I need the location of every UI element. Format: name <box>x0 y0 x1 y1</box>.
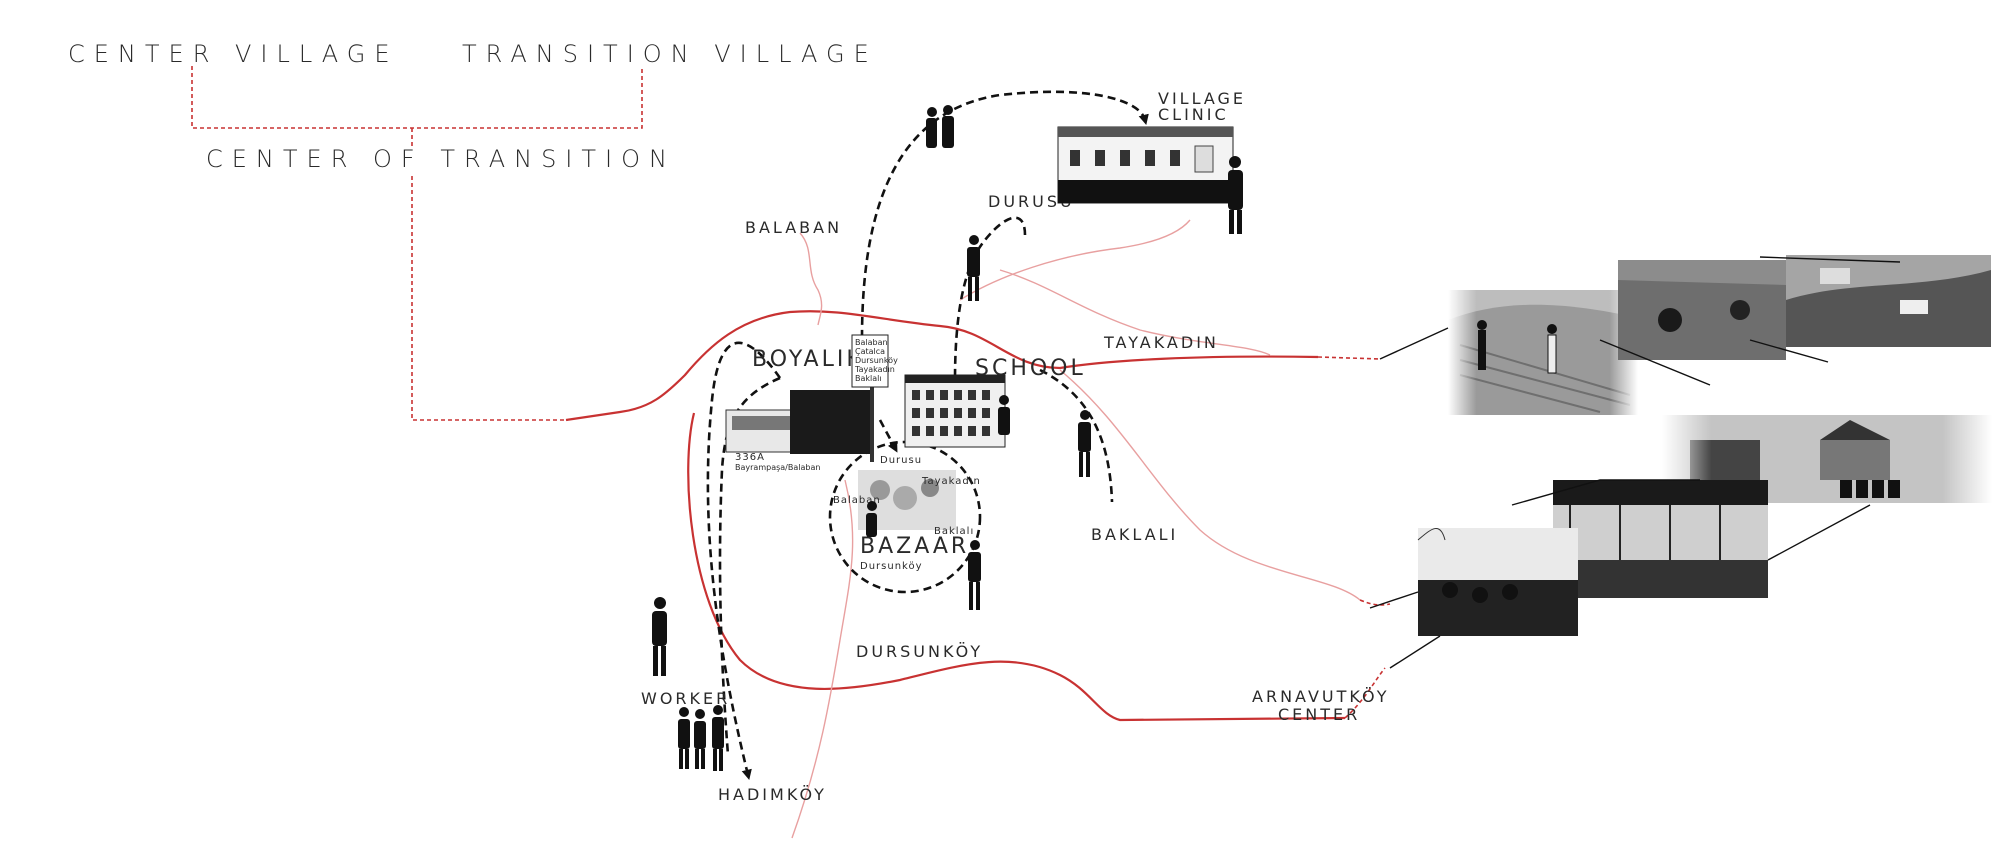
arnavutkoy-connector <box>1344 667 1386 719</box>
bazaar-label-dursunkoy: Dursunköy <box>860 561 923 572</box>
flow-to-hadimkoy <box>706 341 782 781</box>
flow-sign-bazaar <box>878 419 898 453</box>
road-to-baklali <box>1059 369 1361 601</box>
connector-bottom-1 <box>1369 591 1419 609</box>
node-worker: WORKER <box>641 689 730 708</box>
node-boyalik: BOYALIK <box>752 347 864 372</box>
node-village-clinic: VILLAGE <box>1158 89 1246 108</box>
figure-durusu <box>967 235 980 301</box>
bazaar-label-durusu: Durusu <box>880 455 922 466</box>
place-labels: BALABAN DURUSU TAYAKADIN BAKLALI DURSUNK… <box>718 192 1390 804</box>
sign-line-4: Tayakadın <box>854 365 895 374</box>
clinic-image <box>1057 126 1234 204</box>
place-tayakadin: TAYAKADIN <box>1103 333 1219 352</box>
figure-clinic <box>1228 156 1243 234</box>
direction-sign: Balaban Çatalca Dursunköy Tayakadın Bakl… <box>851 334 898 388</box>
figure-school <box>998 395 1010 435</box>
legend: CENTER VILLAGE TRANSITION VILLAGE CENTER… <box>68 40 878 421</box>
sign-line-5: Baklalı <box>855 374 882 383</box>
legend-transition-village: TRANSITION VILLAGE <box>462 40 878 68</box>
place-hadimkoy: HADIMKÖY <box>718 785 827 804</box>
figure-bazaar-left <box>866 501 877 537</box>
road-to-tayakadin <box>999 269 1271 356</box>
photo-village-aerial <box>1786 255 1991 347</box>
place-dursunkoy: DURSUNKÖY <box>856 642 983 661</box>
road-to-durusu <box>959 219 1191 301</box>
flow-school-baklali <box>1039 368 1114 503</box>
road-to-dursunkoy <box>791 479 854 839</box>
sign-line-1: Balaban <box>855 338 888 347</box>
sign-line-3: Dursunköy <box>855 356 898 365</box>
place-arnavutkoy-center: CENTER <box>1278 705 1360 724</box>
photo-panels-top <box>1379 255 1991 415</box>
connector-top-4 <box>1759 256 1901 263</box>
figure-worker-single <box>652 597 667 676</box>
bazaar-label-tayakadin: Tayakadın <box>921 476 981 487</box>
connector-bottom-2 <box>1389 635 1441 669</box>
southern-loop <box>687 412 1346 722</box>
node-village-clinic-2: CLINIC <box>1158 105 1229 124</box>
legend-center-of-transition: CENTER OF TRANSITION <box>206 145 676 173</box>
flow-worker-return <box>718 376 781 756</box>
bus-stops: Bayrampaşa/Balaban <box>735 463 820 472</box>
photo-field-workers <box>1448 290 1638 415</box>
bazaar-image: Durusu Balaban Tayakadın Baklalı Dursunk… <box>833 455 981 572</box>
main-road-extension <box>1317 356 1381 360</box>
figure-couple-top <box>926 105 954 148</box>
place-durusu: DURUSU <box>988 192 1075 211</box>
connector-top-1 <box>1379 327 1449 360</box>
connector-top-3 <box>1749 339 1829 363</box>
legend-center-village: CENTER VILLAGE <box>68 40 399 68</box>
flow-to-clinic <box>860 90 1149 339</box>
people-figures <box>652 105 1243 771</box>
photo-crop-harvest <box>1618 260 1786 360</box>
connector-top-2 <box>1599 339 1711 386</box>
figure-worker-group <box>678 705 724 771</box>
node-bazaar: BAZAAR <box>860 534 969 559</box>
road-network <box>565 219 1391 839</box>
place-arnavutkoy: ARNAVUTKÖY <box>1252 687 1390 706</box>
figure-bazaar-right <box>968 540 981 610</box>
bazaar-label-baklali: Baklalı <box>934 526 974 537</box>
photo-cattle-shed <box>1553 480 1768 598</box>
node-labels: VILLAGE CLINIC BOYALIK SCHOOL BAZAAR WOR… <box>641 89 1246 708</box>
bazaar-label-balaban: Balaban <box>833 495 881 506</box>
figure-baklali <box>1078 410 1091 477</box>
legend-bracket <box>191 66 643 421</box>
east-connector <box>1359 599 1391 606</box>
connector-bottom-4 <box>1767 504 1871 561</box>
bus-route: 336A <box>735 452 765 463</box>
photo-herd <box>1417 528 1578 636</box>
photo-panels-bottom <box>1369 415 1992 669</box>
road-to-balaban <box>799 232 823 326</box>
main-road <box>565 310 1319 422</box>
sign-line-2: Çatalca <box>855 347 885 356</box>
place-balaban: BALABAN <box>745 218 842 237</box>
place-baklali: BAKLALI <box>1091 525 1178 544</box>
school-image <box>904 374 1006 448</box>
connector-bottom-3 <box>1511 479 1700 506</box>
flow-durusu-school <box>949 216 1027 386</box>
bus-stop-image: 336A Bayrampaşa/Balaban <box>725 370 874 472</box>
